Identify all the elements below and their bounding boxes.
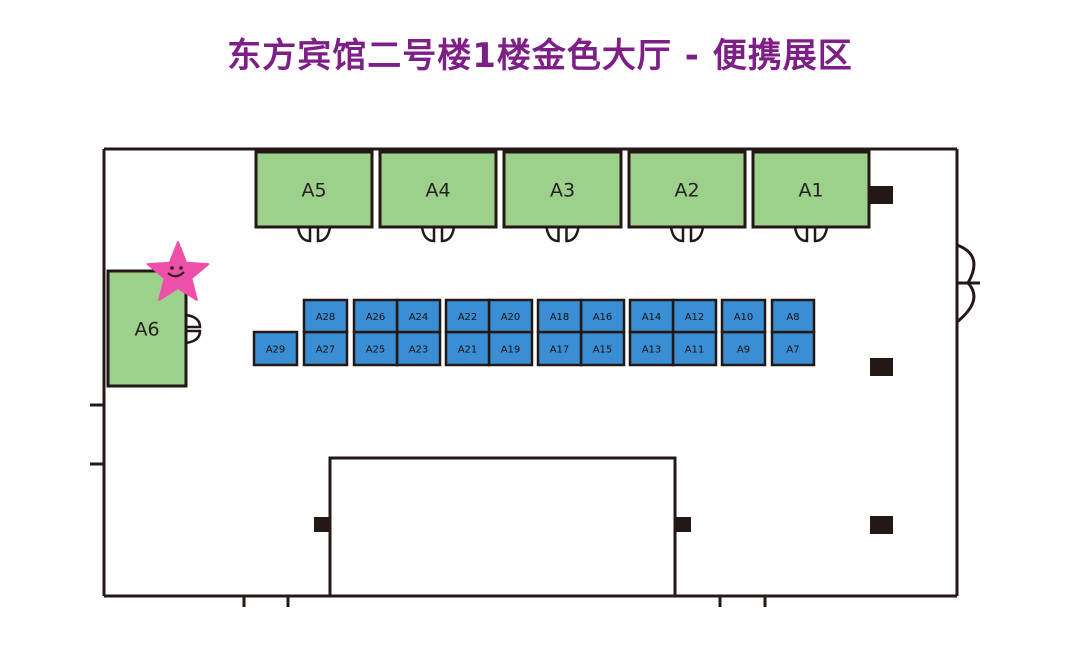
booth-label: A6 [134, 319, 159, 341]
booth-a7[interactable]: A7 [770, 330, 816, 367]
booth-label: A7 [786, 345, 799, 356]
booth-label: A23 [409, 345, 429, 356]
booth-a29[interactable]: A29 [252, 330, 299, 367]
booth-label: A15 [593, 345, 613, 356]
door-swing-icon [793, 226, 829, 243]
booth-a23[interactable]: A23 [395, 330, 442, 367]
pillars [314, 186, 893, 534]
booth-label: A21 [458, 345, 478, 356]
booth-label: A2 [674, 180, 699, 202]
booth-label: A19 [501, 345, 521, 356]
booth-a18[interactable]: A18 [536, 298, 583, 334]
door-swing-icon [669, 226, 705, 243]
booth-a26[interactable]: A26 [352, 298, 399, 334]
booth-label: A16 [593, 312, 613, 323]
booth-a5[interactable]: A5 [254, 150, 374, 243]
star-smiley-icon [146, 241, 210, 301]
central-room [328, 456, 677, 598]
booth-a17[interactable]: A17 [536, 330, 583, 367]
booth-a9[interactable]: A9 [720, 330, 767, 367]
booth-a21[interactable]: A21 [444, 330, 491, 367]
booth-a16[interactable]: A16 [579, 298, 626, 334]
booth-label: A24 [409, 312, 429, 323]
booth-a1[interactable]: A1 [751, 150, 871, 243]
booth-label: A14 [642, 312, 662, 323]
door-swing-icon [185, 313, 202, 345]
booth-label: A28 [316, 312, 336, 323]
right-door-swings [956, 243, 980, 324]
door-swing-icon [545, 226, 580, 243]
booth-label: A11 [685, 345, 705, 356]
booth-label: A12 [685, 312, 705, 323]
booth-label: A8 [786, 312, 799, 323]
booth-a8[interactable]: A8 [770, 298, 816, 334]
booth-a14[interactable]: A14 [628, 298, 675, 334]
booth-label: A5 [301, 180, 326, 202]
booth-a19[interactable]: A19 [487, 330, 534, 367]
booth-a28[interactable]: A28 [302, 298, 349, 334]
booth-a20[interactable]: A20 [487, 298, 534, 334]
booth-label: A18 [550, 312, 570, 323]
booth-label: A29 [266, 345, 286, 356]
booth-label: A22 [458, 312, 478, 323]
booth-label: A10 [734, 312, 754, 323]
door-swing-icon [296, 226, 332, 243]
booth-label: A25 [366, 345, 386, 356]
booth-a2[interactable]: A2 [627, 150, 747, 243]
booth-a10[interactable]: A10 [720, 298, 767, 334]
booth-label: A13 [642, 345, 662, 356]
booth-label: A4 [425, 180, 450, 202]
booth-label: A1 [798, 180, 823, 202]
booth-label: A17 [550, 345, 570, 356]
booth-a12[interactable]: A12 [671, 298, 718, 334]
booth-a27[interactable]: A27 [302, 330, 349, 367]
booth-a11[interactable]: A11 [671, 330, 718, 367]
booth-a25[interactable]: A25 [352, 330, 399, 367]
door-swing-icon [420, 226, 456, 243]
booth-a4[interactable]: A4 [378, 150, 498, 243]
booth-label: A27 [316, 345, 336, 356]
booth-a22[interactable]: A22 [444, 298, 491, 334]
map-title: 东方宾馆二号楼1楼金色大厅 - 便携展区 [227, 36, 853, 76]
booth-label: A3 [550, 180, 575, 202]
booth-a13[interactable]: A13 [628, 330, 675, 367]
booth-label: A20 [501, 312, 521, 323]
booth-a15[interactable]: A15 [579, 330, 626, 367]
booth-a3[interactable]: A3 [502, 150, 623, 243]
booth-label: A9 [737, 345, 750, 356]
booth-a24[interactable]: A24 [395, 298, 442, 334]
booth-label: A26 [366, 312, 386, 323]
